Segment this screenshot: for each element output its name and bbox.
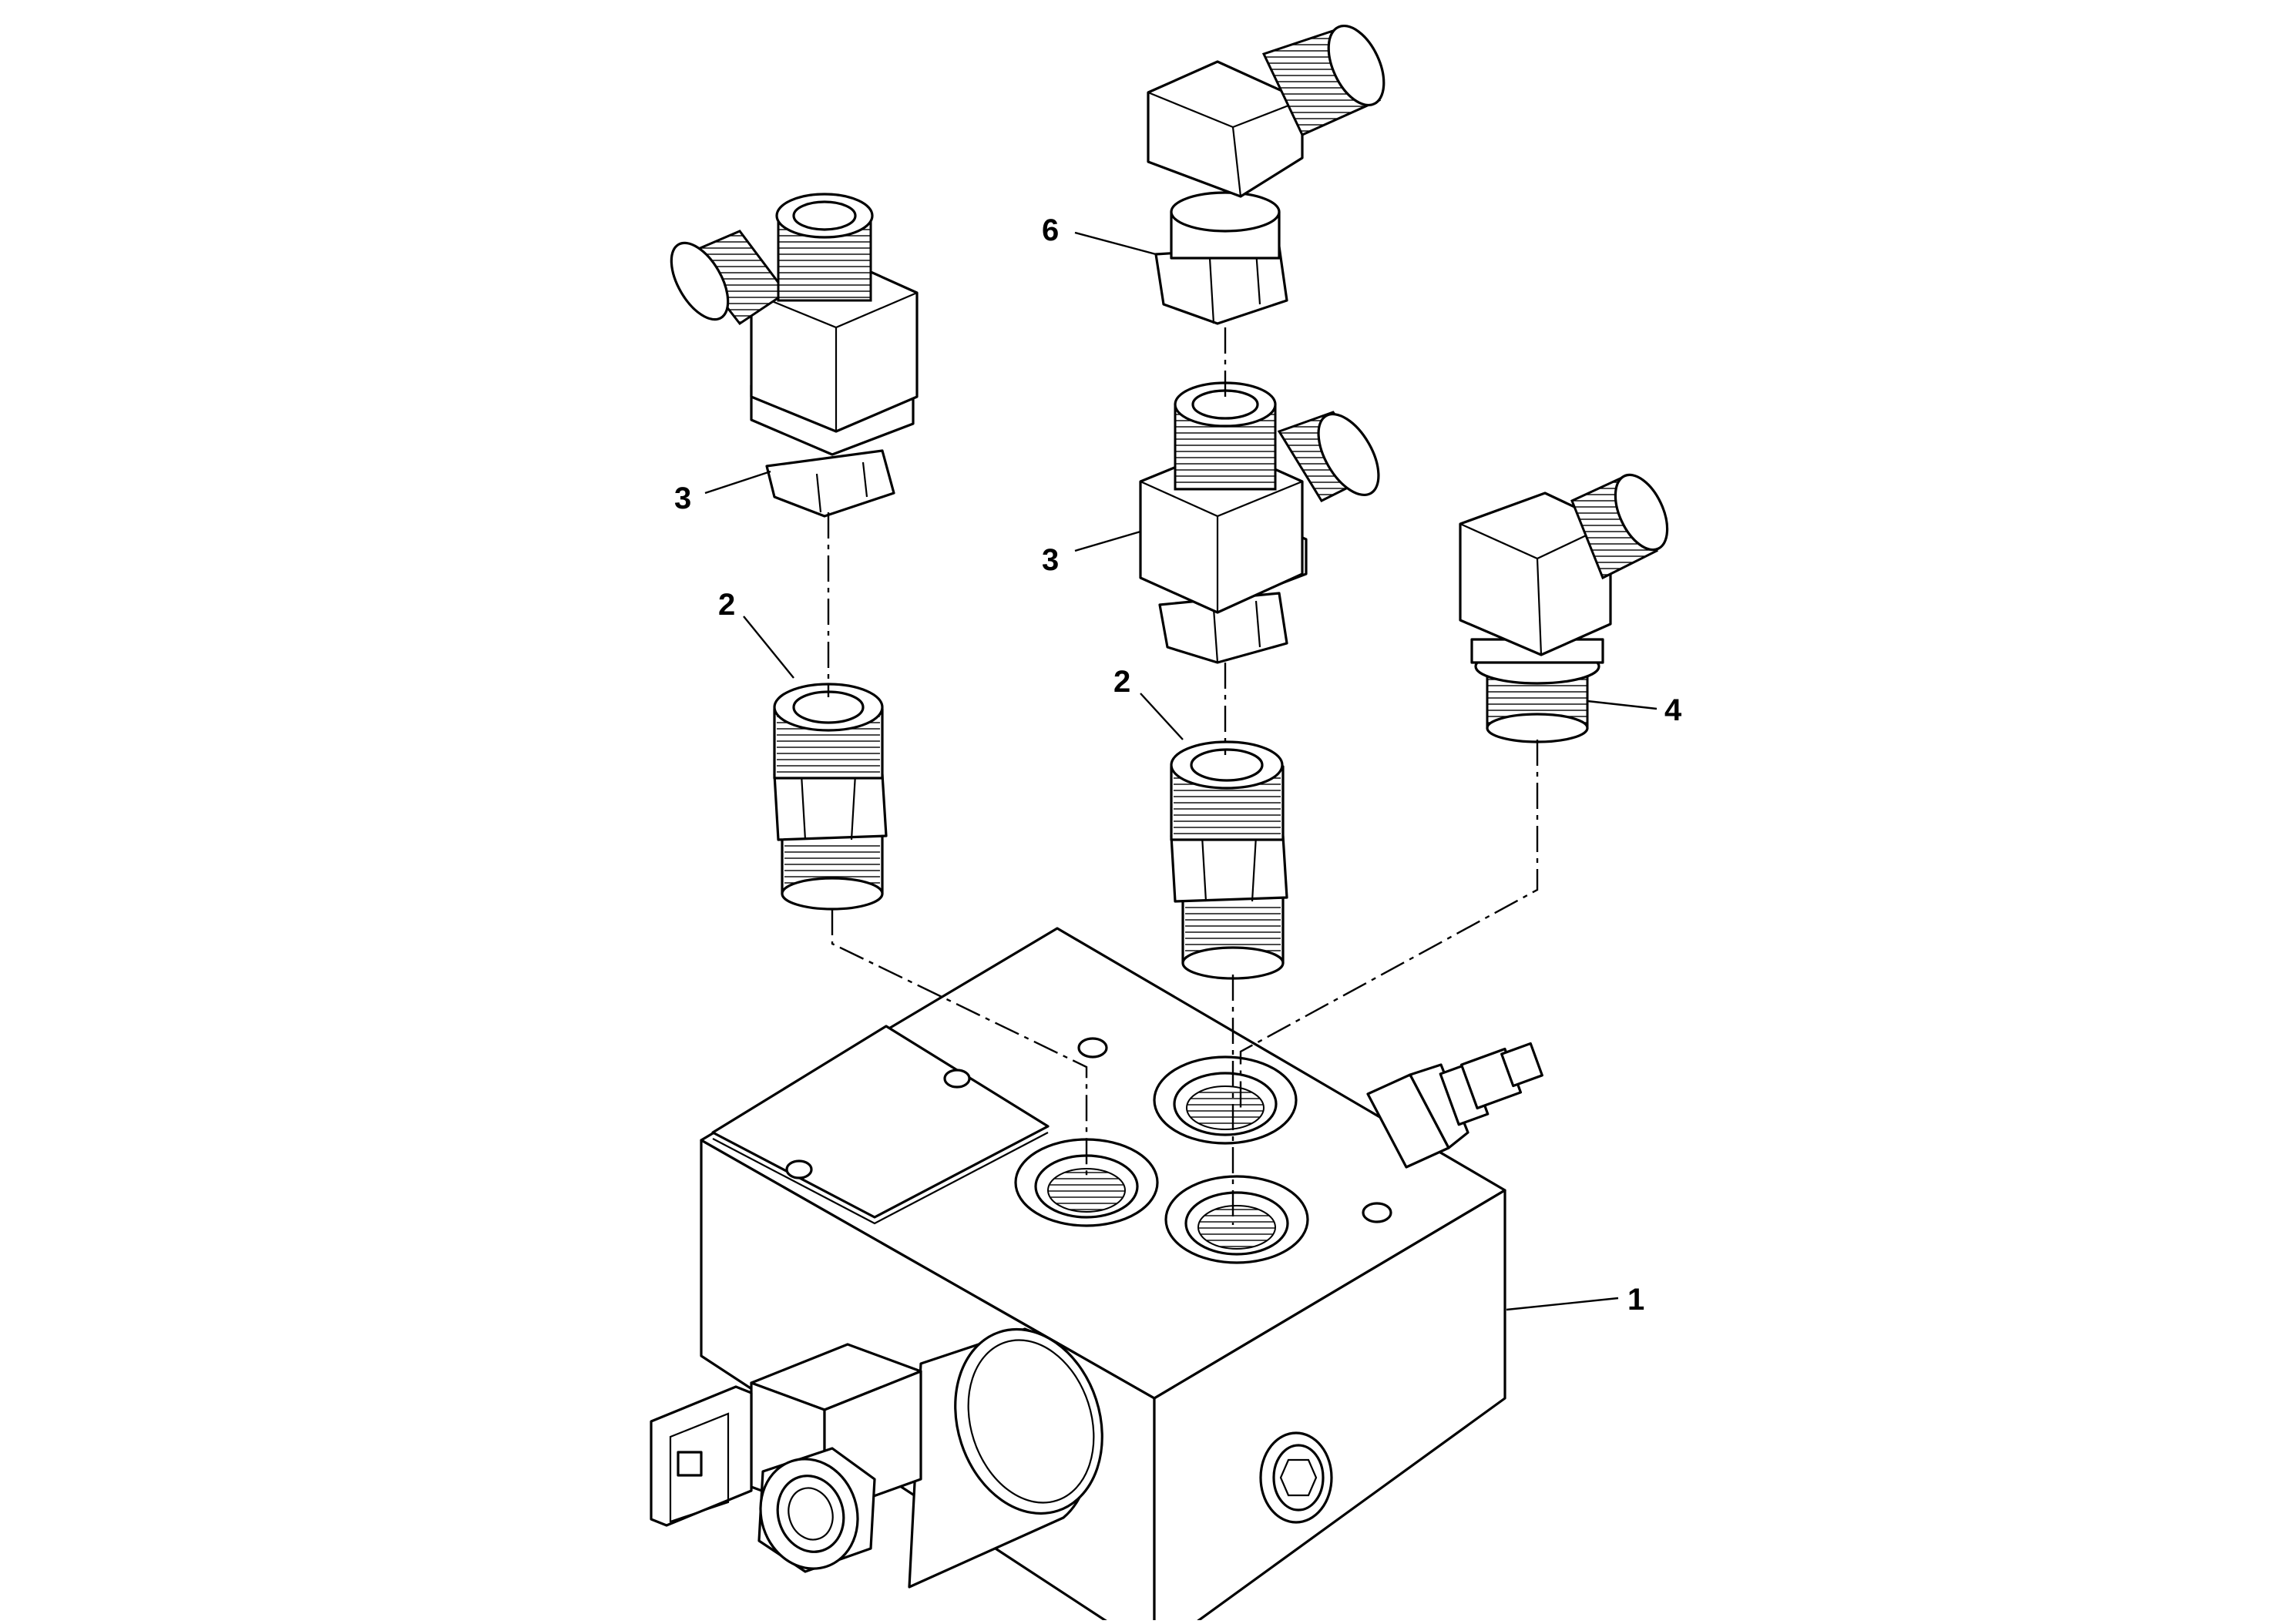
callout-3-mid: 3 bbox=[1042, 543, 1059, 577]
pressure-switch bbox=[1366, 1042, 1543, 1169]
valve-housing bbox=[650, 927, 1543, 1624]
port-top bbox=[1153, 1055, 1298, 1145]
adapter-left bbox=[773, 683, 888, 911]
leader-lines bbox=[704, 231, 1658, 1311]
adapter-mid bbox=[1170, 740, 1288, 980]
adapter-top bbox=[1147, 24, 1385, 325]
callout-1: 1 bbox=[1627, 1283, 1644, 1317]
tee-left bbox=[670, 193, 919, 518]
callout-2-mid: 2 bbox=[1113, 665, 1130, 699]
port-left bbox=[1014, 1138, 1159, 1227]
port-front bbox=[1164, 1175, 1309, 1264]
coil-nut bbox=[757, 1447, 876, 1573]
tee-mid bbox=[1139, 381, 1380, 664]
callout-2-left: 2 bbox=[718, 588, 735, 622]
callout-labels: 6 3 3 2 2 4 1 bbox=[674, 213, 1682, 1317]
assembly-lines bbox=[827, 327, 1539, 1225]
callout-3-left: 3 bbox=[674, 481, 691, 515]
callout-4: 4 bbox=[1664, 693, 1682, 727]
elbow-right bbox=[1459, 473, 1669, 743]
callout-6: 6 bbox=[1042, 213, 1059, 247]
side-plug bbox=[1259, 1431, 1333, 1524]
